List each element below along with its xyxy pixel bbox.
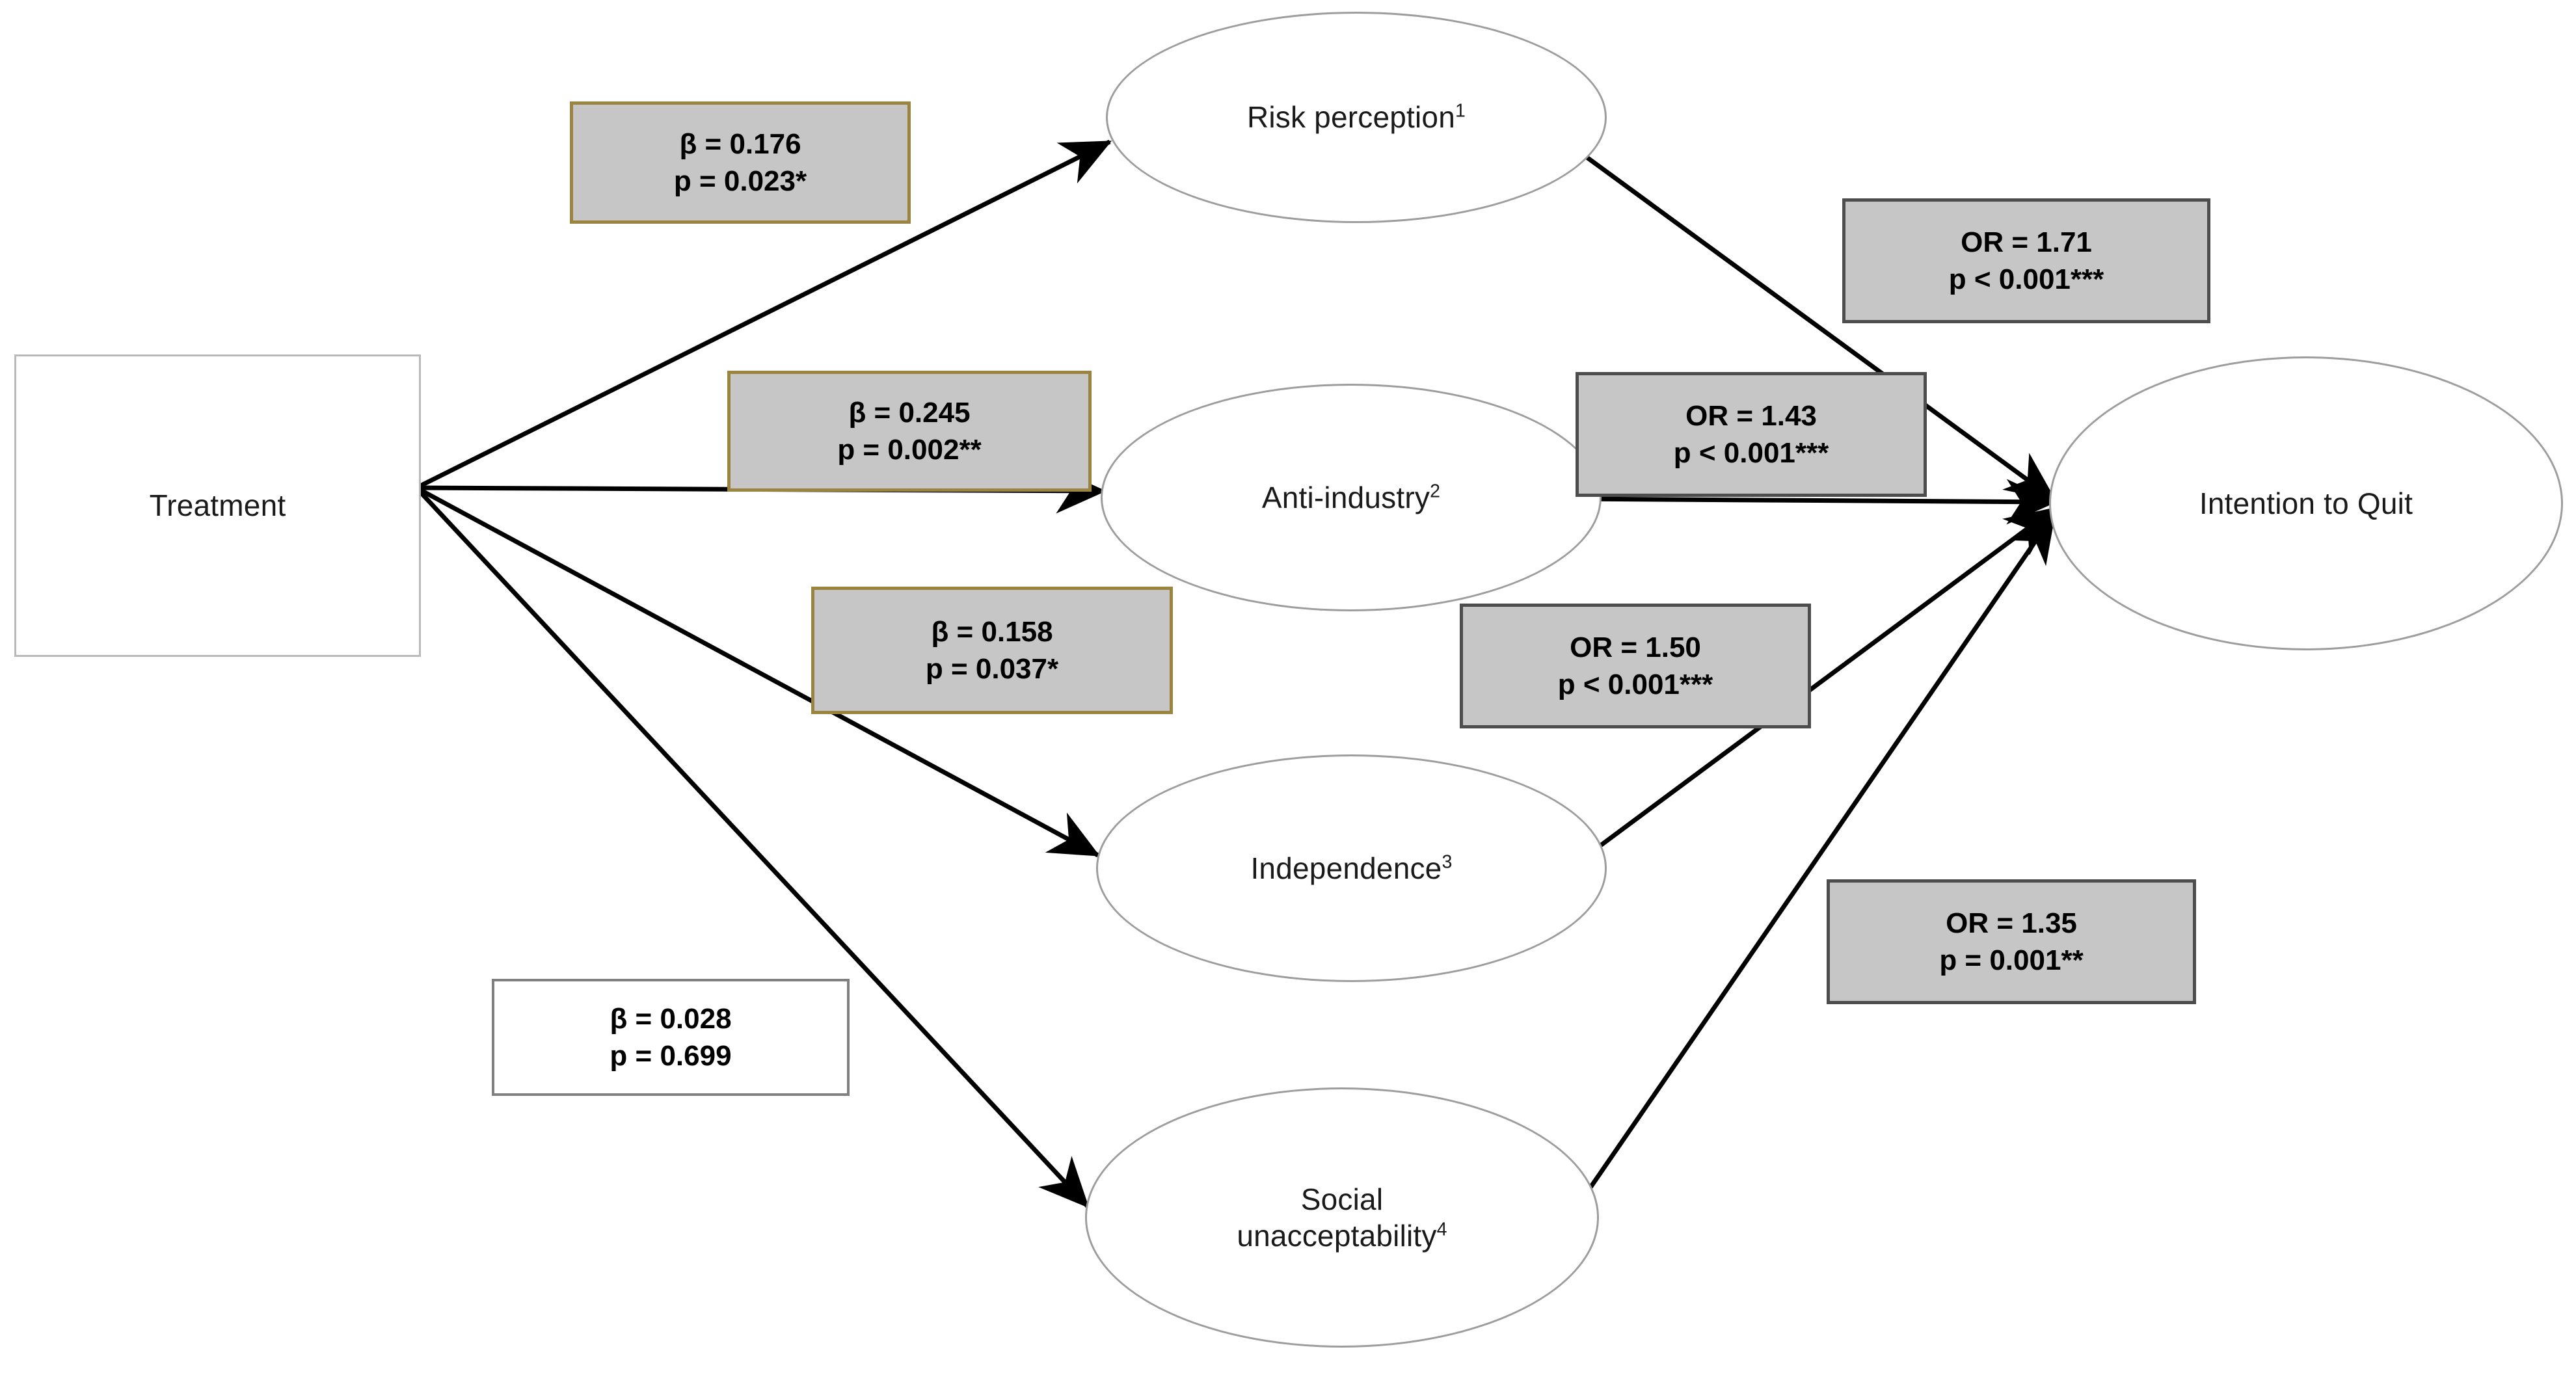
stat-pvalue: p < 0.001*** xyxy=(1673,437,1829,469)
stat-or-value: OR = 1.35 xyxy=(1946,907,2077,939)
edge-risk-perception-to-intention xyxy=(1579,151,2056,501)
node-intention-to-quit-label: Intention to Quit xyxy=(2199,486,2413,520)
stat-or-value: OR = 1.43 xyxy=(1685,399,1817,432)
stat-box-or-social-unacceptability[interactable]: OR = 1.35 p = 0.001** xyxy=(1827,879,2196,1004)
stat-beta-value: β = 0.176 xyxy=(679,127,801,160)
edge-treatment-to-independence xyxy=(415,485,1101,858)
stat-or-value: OR = 1.71 xyxy=(1961,226,2092,258)
node-independence-label: Independence3 xyxy=(1250,851,1453,885)
node-social-unacceptability[interactable]: Social unacceptability4 xyxy=(1085,1087,1599,1348)
stat-pvalue: p < 0.001*** xyxy=(1948,263,2104,295)
node-social-unacceptability-label: Social unacceptability4 xyxy=(1237,1182,1447,1253)
edge-independence-to-intention xyxy=(1572,507,2056,867)
edge-treatment-to-social-unacceptability xyxy=(414,486,1090,1208)
stat-beta-value: β = 0.245 xyxy=(848,396,971,429)
stat-box-beta-social-unacceptability[interactable]: β = 0.028 p = 0.699 xyxy=(492,979,850,1096)
edge-treatment-to-risk-perception xyxy=(415,139,1112,490)
node-treatment-label: Treatment xyxy=(149,488,286,523)
stat-pvalue: p = 0.001** xyxy=(1939,944,2084,976)
edge-anti-industry-to-intention xyxy=(1570,479,2057,525)
stat-pvalue: p < 0.001*** xyxy=(1557,669,1713,700)
stat-box-beta-anti-industry[interactable]: β = 0.245 p = 0.002** xyxy=(727,371,1092,492)
node-risk-perception[interactable]: Risk perception1 xyxy=(1106,12,1607,223)
stat-pvalue: p = 0.699 xyxy=(610,1040,732,1072)
node-anti-industry[interactable]: Anti-industry2 xyxy=(1101,384,1602,611)
stat-box-beta-independence[interactable]: β = 0.158 p = 0.037* xyxy=(811,587,1173,714)
stat-beta-value: β = 0.158 xyxy=(931,615,1053,648)
stat-box-beta-risk-perception[interactable]: β = 0.176 p = 0.023* xyxy=(570,101,911,224)
stat-box-or-risk-perception[interactable]: OR = 1.71 p < 0.001*** xyxy=(1842,198,2210,323)
edge-social-unacceptability-to-intention xyxy=(1572,512,2056,1212)
stat-pvalue: p = 0.023* xyxy=(673,165,807,197)
node-risk-perception-label: Risk perception1 xyxy=(1246,100,1466,135)
node-treatment[interactable]: Treatment xyxy=(14,354,421,657)
node-independence[interactable]: Independence3 xyxy=(1096,754,1607,982)
stat-pvalue: p = 0.037* xyxy=(925,653,1059,685)
stat-pvalue: p = 0.002** xyxy=(837,434,982,466)
node-intention-to-quit[interactable]: Intention to Quit xyxy=(2049,356,2563,650)
stat-or-value: OR = 1.50 xyxy=(1570,631,1701,663)
node-anti-industry-label: Anti-industry2 xyxy=(1261,480,1441,514)
stat-beta-value: β = 0.028 xyxy=(610,1002,732,1035)
stat-box-or-anti-industry[interactable]: OR = 1.43 p < 0.001*** xyxy=(1576,372,1927,497)
stat-box-or-independence[interactable]: OR = 1.50 p < 0.001*** xyxy=(1460,604,1811,728)
